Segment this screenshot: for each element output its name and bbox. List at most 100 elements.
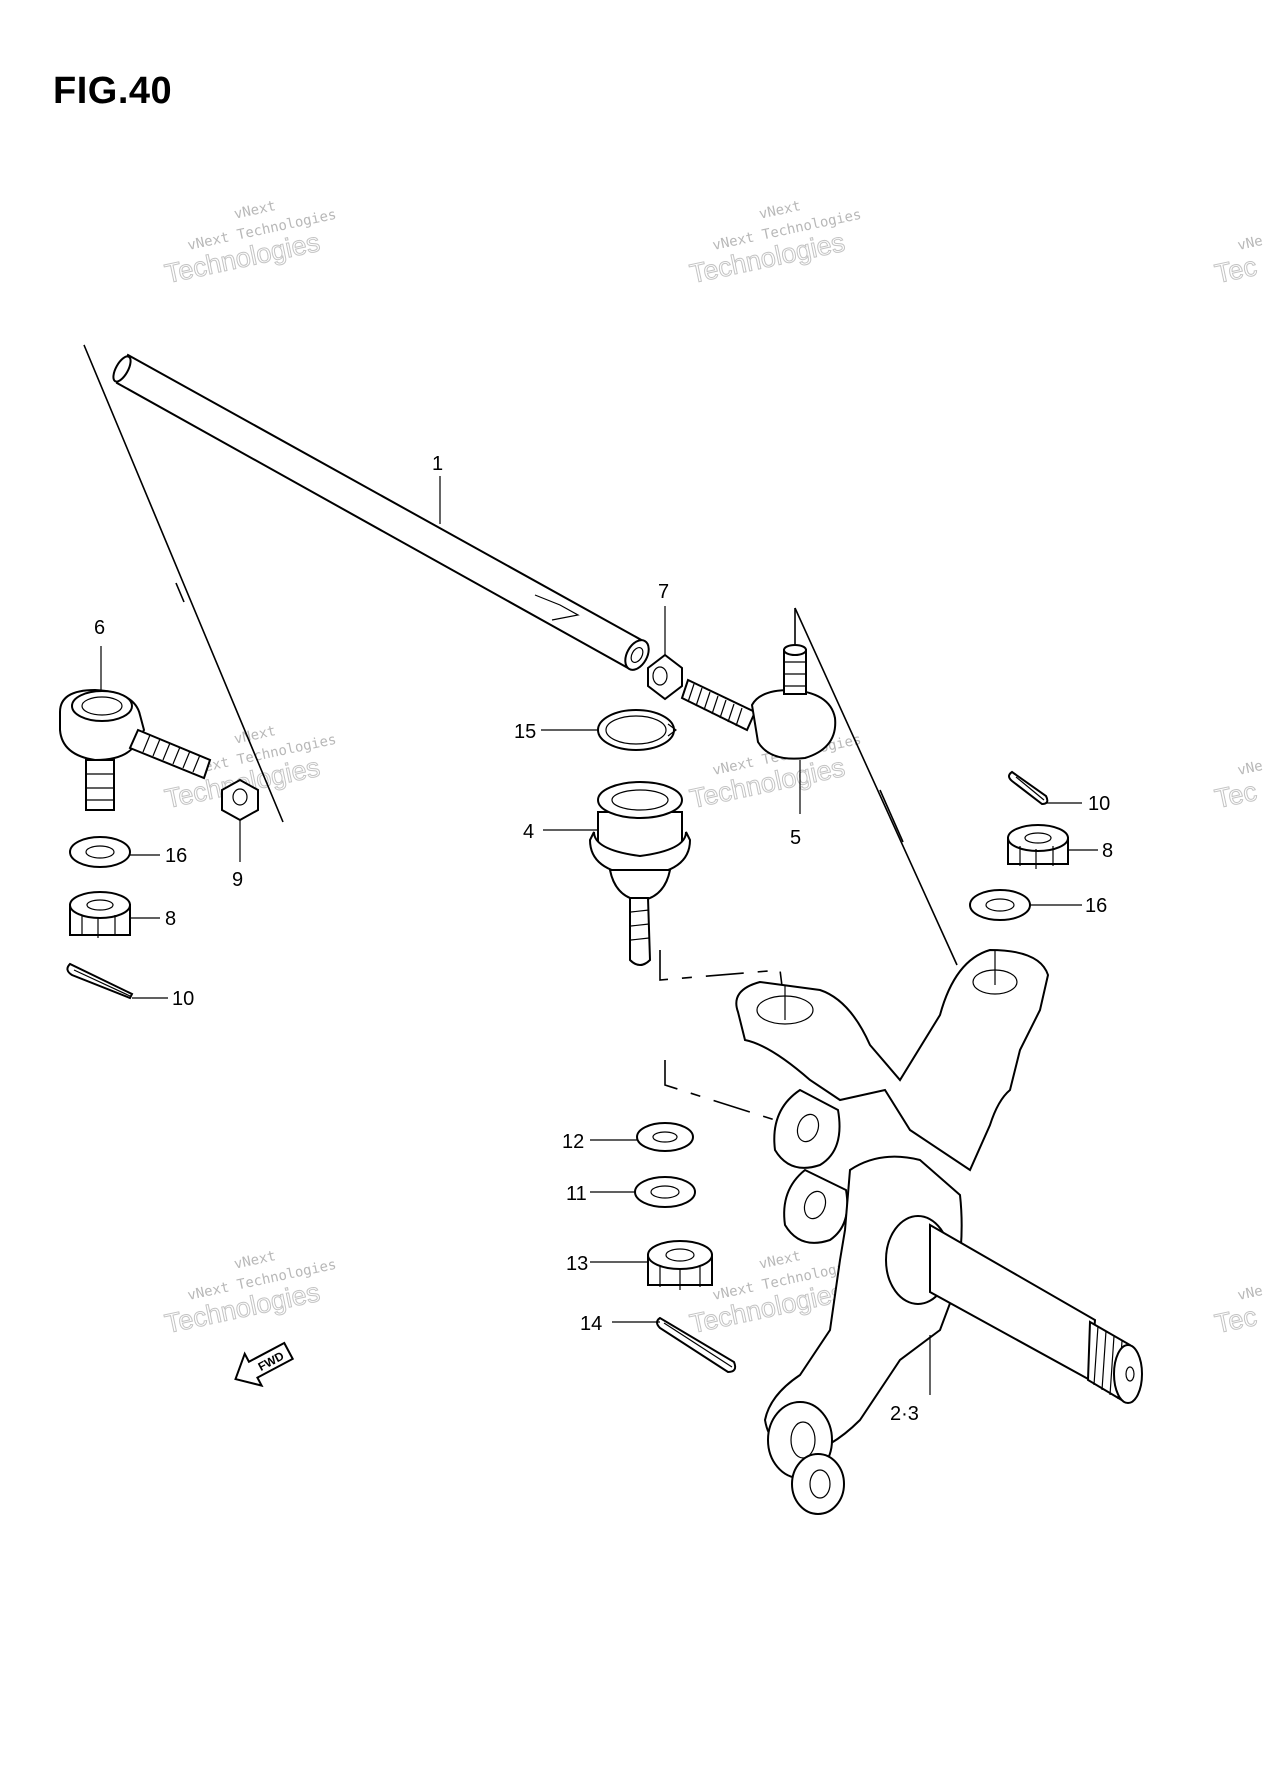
castle-nut-left-bore: [86, 899, 114, 911]
watermark-text-mid: vNe: [1236, 1283, 1264, 1304]
cotter-pin-right-body: [1008, 770, 1049, 806]
watermark-text-mid: vNe: [1236, 758, 1264, 779]
callout-labels: 1 2·3 4 5 6 7 8 8 9 10 10 11 12 13 14 15…: [94, 453, 1113, 1425]
washer-to-knuckle-line: [664, 1060, 776, 1121]
small-nut-bore: [232, 788, 248, 806]
castle-nut-13[interactable]: [647, 1240, 713, 1290]
tie-rod-end-left-stud-marks: [86, 773, 114, 801]
tie-rod-end-left-thread-marks: [142, 734, 201, 773]
cotter-pin-14[interactable]: [656, 1316, 737, 1374]
castle-nut-right-top: [1007, 824, 1069, 852]
knuckle-end-boss-hole: [809, 1469, 831, 1499]
assembly-lines: [83, 344, 958, 1121]
callout-2-3: 2·3: [890, 1403, 919, 1425]
circlip[interactable]: [597, 709, 677, 751]
callout-15: 15: [514, 721, 536, 743]
callout-13: 13: [566, 1253, 588, 1275]
figure-title: FIG.40: [53, 70, 173, 112]
washer-12-inner: [652, 1131, 678, 1143]
right-diag-line: [794, 607, 958, 966]
ball-joint-cone: [608, 869, 672, 901]
washer-12[interactable]: [636, 1122, 694, 1152]
tie-rod-end-right-stud: [783, 649, 807, 695]
tie-rod-right-end: [624, 639, 650, 671]
tie-rod-flat-mark: [534, 594, 580, 621]
tie-rod[interactable]: [110, 353, 654, 674]
tie-rod-end-left[interactable]: [59, 688, 212, 811]
watermark-group: vNext vNext Technologies Technologies vN…: [162, 198, 1265, 1340]
cotter-pin-left-split: [73, 969, 131, 997]
spindle-end: [1113, 1344, 1143, 1404]
ball-joint-shank: [629, 897, 652, 966]
callout-8-left: 8: [165, 908, 176, 930]
watermark-text-top: vNext: [233, 1248, 278, 1272]
tie-rod-bore: [630, 646, 644, 664]
cotter-pin-right[interactable]: [1008, 770, 1049, 806]
knuckle-upper-arm: [735, 948, 1050, 1172]
castle-nut-left[interactable]: [69, 891, 131, 938]
small-nut-body: [221, 778, 259, 822]
washer-right-inner: [985, 898, 1015, 912]
callout-16-right: 16: [1085, 895, 1107, 917]
tie-rod-end-left-eye: [71, 690, 133, 722]
watermark-text-top: vNext: [233, 723, 278, 747]
callout-6: 6: [94, 617, 105, 639]
callout-5: 5: [790, 827, 801, 849]
ball-joint[interactable]: [588, 781, 692, 966]
castle-nut-right-slots: [1019, 846, 1054, 869]
callout-1: 1: [432, 453, 443, 475]
callout-16-left: 16: [165, 845, 187, 867]
callout-11: 11: [566, 1183, 587, 1205]
castle-nut-13-top: [647, 1240, 713, 1270]
tie-rod-body: [115, 353, 647, 670]
castle-nut-right[interactable]: [1007, 824, 1069, 869]
circlip-inner: [605, 715, 667, 745]
washer-left-outer: [69, 836, 131, 868]
tie-rod-end-right[interactable]: [680, 644, 837, 760]
watermark: vNext vNext Technologies Technologies: [687, 198, 863, 289]
lock-nut[interactable]: [647, 653, 683, 701]
watermark-edge: vNe Tec: [1212, 1283, 1265, 1340]
tie-rod-end-right-stud-top: [783, 644, 807, 656]
tie-rod-end-right-thread-marks: [687, 683, 743, 727]
watermark-text-mid: vNe: [1236, 233, 1264, 254]
watermark-text-top: vNext: [233, 198, 278, 222]
washer-left-inner: [85, 845, 115, 859]
washer-12-outer: [636, 1122, 694, 1152]
castle-nut-left-top: [69, 891, 131, 919]
watermark-text-top: vNext: [758, 1248, 803, 1272]
watermark: vNext vNext Technologies Technologies: [162, 1248, 338, 1339]
ball-joint-shank-marks: [630, 909, 650, 941]
watermark-text-big: Tec: [1212, 251, 1259, 289]
watermark: vNext vNext Technologies Technologies: [162, 198, 338, 289]
leader-lines: [100, 476, 1098, 1395]
tie-rod-end-left-thread: [128, 728, 212, 780]
lock-washer-11-outer: [634, 1176, 696, 1208]
spindle-end-center: [1125, 1366, 1135, 1382]
washer-left[interactable]: [69, 836, 131, 868]
lock-washer-11[interactable]: [634, 1176, 696, 1208]
watermark-text-big: Tec: [1212, 1301, 1259, 1339]
right-dash-a: [879, 789, 904, 843]
lock-nut-bore: [652, 666, 668, 686]
watermark-text-big: Tec: [1212, 776, 1259, 814]
callout-14: 14: [580, 1313, 602, 1335]
knuckle-lower-boss-hole: [790, 1421, 816, 1459]
castle-nut-13-slots: [659, 1265, 701, 1290]
callout-4: 4: [523, 821, 534, 843]
callout-7: 7: [658, 581, 669, 603]
knuckle-end-boss: [791, 1453, 845, 1515]
tie-rod-end-left-stud: [85, 759, 115, 811]
small-nut[interactable]: [221, 778, 259, 822]
left-assembly-line: [83, 344, 284, 823]
washer-right[interactable]: [969, 889, 1031, 921]
knuckle-lug-lower: [783, 1168, 849, 1244]
castle-nut-13-bore: [665, 1248, 695, 1262]
left-assembly-dash: [175, 582, 185, 603]
cotter-pin-left[interactable]: [66, 962, 134, 1000]
cotter-pin-14-split: [663, 1322, 733, 1368]
watermark-text-top: vNext: [758, 198, 803, 222]
circlip-gap: [667, 723, 677, 737]
ball-joint-flange: [588, 831, 692, 878]
tie-rod-end-left-eye-inner: [81, 696, 123, 716]
